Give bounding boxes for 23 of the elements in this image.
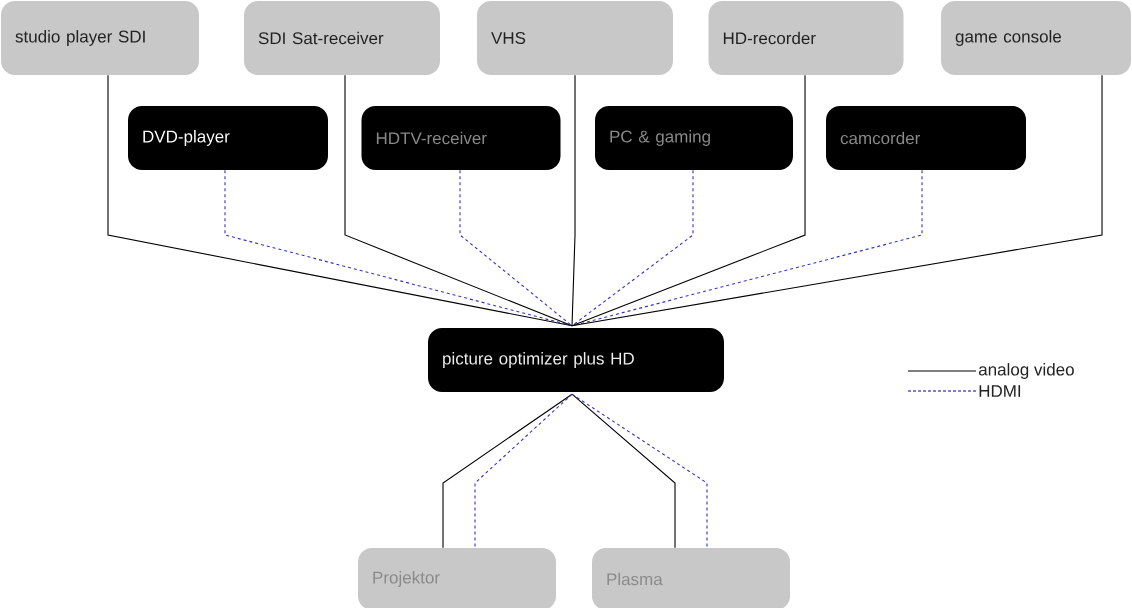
device-box: studio player SDI [1, 1, 199, 75]
device-box: HDTV-receiver [361, 106, 561, 170]
device-box: VHS [477, 1, 673, 75]
connector-line [571, 74, 806, 327]
device-box: HD-recorder [708, 1, 904, 75]
connector-line [459, 169, 573, 327]
connector-line [344, 74, 573, 327]
device-box: game console [941, 1, 1131, 75]
legend-label: analog video [978, 363, 1074, 379]
device-box: SDI Sat-receiver [244, 1, 440, 75]
connector-line [571, 393, 676, 549]
connector-line [571, 74, 1103, 327]
connector-line [571, 74, 576, 327]
legend-label: HDMI [979, 385, 1021, 397]
connector-line [571, 393, 708, 549]
device-box: picture optimizer plus HD [428, 328, 724, 392]
device-box: Plasma [592, 548, 790, 608]
device-box: Projektor [358, 548, 556, 608]
device-box: PC & gaming [595, 106, 793, 170]
device-box: DVD-player [128, 106, 328, 170]
device-box: camcorder [826, 106, 1026, 170]
connector-line [474, 393, 573, 549]
connector-line [442, 393, 573, 549]
